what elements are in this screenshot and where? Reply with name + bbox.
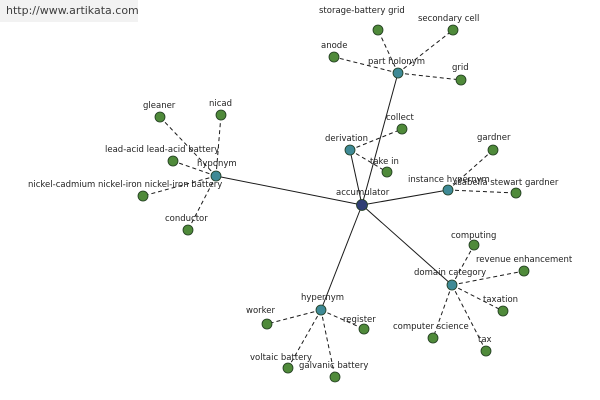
edge-domain-category-computing	[451, 244, 475, 286]
node-domain-category[interactable]	[446, 279, 458, 291]
edge-hypernym-galvanic-battery	[320, 309, 336, 378]
node-tax[interactable]	[480, 345, 492, 357]
label-taxation[interactable]: taxation	[483, 295, 518, 305]
label-gleaner[interactable]: gleaner	[143, 101, 176, 111]
node-isabella-stewart-gardner[interactable]	[510, 187, 522, 199]
edge-domain-category-tax	[451, 284, 487, 352]
node-computer-science[interactable]	[427, 332, 439, 344]
node-grid[interactable]	[455, 74, 467, 86]
edge-hypernym-register	[320, 309, 365, 330]
edge-accumulator-instance-hypernym	[361, 189, 449, 206]
edge-instance-hypernym-gardner	[447, 149, 494, 191]
node-hypernym[interactable]	[315, 304, 327, 316]
edge-hyponym-conductor	[187, 175, 217, 231]
node-gleaner[interactable]	[154, 111, 166, 123]
label-tax[interactable]: tax	[478, 335, 492, 345]
node-gardner[interactable]	[487, 144, 499, 156]
url-banner[interactable]: http://www.artikata.com	[0, 0, 139, 22]
label-nicad[interactable]: nicad	[209, 99, 232, 109]
node-taxation[interactable]	[497, 305, 509, 317]
label-isabella-stewart-gardner[interactable]: isabella stewart gardner	[455, 178, 559, 188]
edge-accumulator-part-holonym	[361, 72, 399, 206]
node-nickel-iron[interactable]	[137, 190, 149, 202]
label-domain-category[interactable]: domain category	[414, 268, 486, 278]
label-storage-battery-grid[interactable]: storage-battery grid	[319, 6, 405, 16]
node-galvanic-battery[interactable]	[329, 371, 341, 383]
edge-derivation-collect	[349, 128, 403, 151]
label-computer-science[interactable]: computer science	[393, 322, 469, 332]
node-voltaic-battery[interactable]	[282, 362, 294, 374]
node-accumulator[interactable]	[356, 199, 368, 211]
label-galvanic-battery[interactable]: galvanic battery	[299, 361, 368, 371]
node-anode[interactable]	[328, 51, 340, 63]
edge-hyponym-nicad	[215, 114, 222, 177]
label-gardner[interactable]: gardner	[477, 133, 511, 143]
label-secondary-cell[interactable]: secondary cell	[418, 14, 479, 24]
label-grid[interactable]: grid	[452, 63, 469, 73]
edge-hyponym-nickel-iron	[142, 175, 217, 197]
node-register[interactable]	[358, 323, 370, 335]
edge-hyponym-lead-acid	[172, 160, 217, 177]
label-lead-acid[interactable]: lead-acid lead-acid battery	[105, 145, 219, 155]
label-derivation[interactable]: derivation	[325, 134, 368, 144]
nodes-layer	[137, 24, 530, 383]
node-hyponym[interactable]	[210, 170, 222, 182]
edge-derivation-take-in	[349, 149, 388, 173]
labels-layer: accumulator part holonym storage-battery g…	[28, 6, 573, 371]
label-accumulator[interactable]: accumulator	[336, 188, 390, 198]
edge-part-holonym-anode	[333, 56, 399, 74]
node-worker[interactable]	[261, 318, 273, 330]
node-instance-hypernym[interactable]	[442, 184, 454, 196]
edge-part-holonym-grid	[397, 72, 462, 81]
node-revenue-enhancement[interactable]	[518, 265, 530, 277]
label-revenue-enhancement[interactable]: revenue enhancement	[476, 255, 573, 265]
label-nickel-iron[interactable]: nickel-cadmium nickel-iron nickel-iron b…	[28, 180, 222, 190]
node-computing[interactable]	[468, 239, 480, 251]
label-conductor[interactable]: conductor	[165, 214, 208, 224]
edge-instance-hypernym-isabella-stewart-gardner	[447, 189, 517, 194]
label-hyponym[interactable]: hyponym	[197, 159, 237, 169]
edge-accumulator-derivation	[349, 149, 363, 206]
label-part-holonym[interactable]: part holonym	[368, 57, 425, 67]
edges-layer	[142, 29, 525, 378]
edge-part-holonym-secondary-cell	[397, 29, 454, 74]
label-collect[interactable]: collect	[386, 113, 414, 123]
edge-domain-category-computer-science	[432, 284, 453, 339]
label-anode[interactable]: anode	[321, 41, 347, 51]
node-part-holonym[interactable]	[392, 67, 404, 79]
label-computing[interactable]: computing	[451, 231, 496, 241]
label-hypernym[interactable]: hypernym	[301, 293, 344, 303]
edge-accumulator-hyponym	[215, 175, 363, 206]
edge-hypernym-worker	[266, 309, 322, 325]
node-take-in[interactable]	[381, 166, 393, 178]
edge-part-holonym-storage-battery-grid	[377, 29, 399, 74]
node-nicad[interactable]	[215, 109, 227, 121]
node-conductor[interactable]	[182, 224, 194, 236]
edge-domain-category-revenue-enhancement	[451, 270, 525, 286]
label-register[interactable]: register	[343, 315, 376, 325]
edge-domain-category-taxation	[451, 284, 504, 312]
edge-accumulator-hypernym	[320, 204, 363, 311]
label-worker[interactable]: worker	[246, 306, 275, 316]
label-take-in[interactable]: take in	[370, 157, 399, 167]
node-secondary-cell[interactable]	[447, 24, 459, 36]
edge-accumulator-domain-category	[361, 204, 453, 286]
label-voltaic-battery[interactable]: voltaic battery	[250, 353, 312, 363]
node-derivation[interactable]	[344, 144, 356, 156]
node-lead-acid[interactable]	[167, 155, 179, 167]
label-instance-hypernym[interactable]: instance hypernym	[408, 175, 490, 185]
node-collect[interactable]	[396, 123, 408, 135]
node-storage-battery-grid[interactable]	[372, 24, 384, 36]
